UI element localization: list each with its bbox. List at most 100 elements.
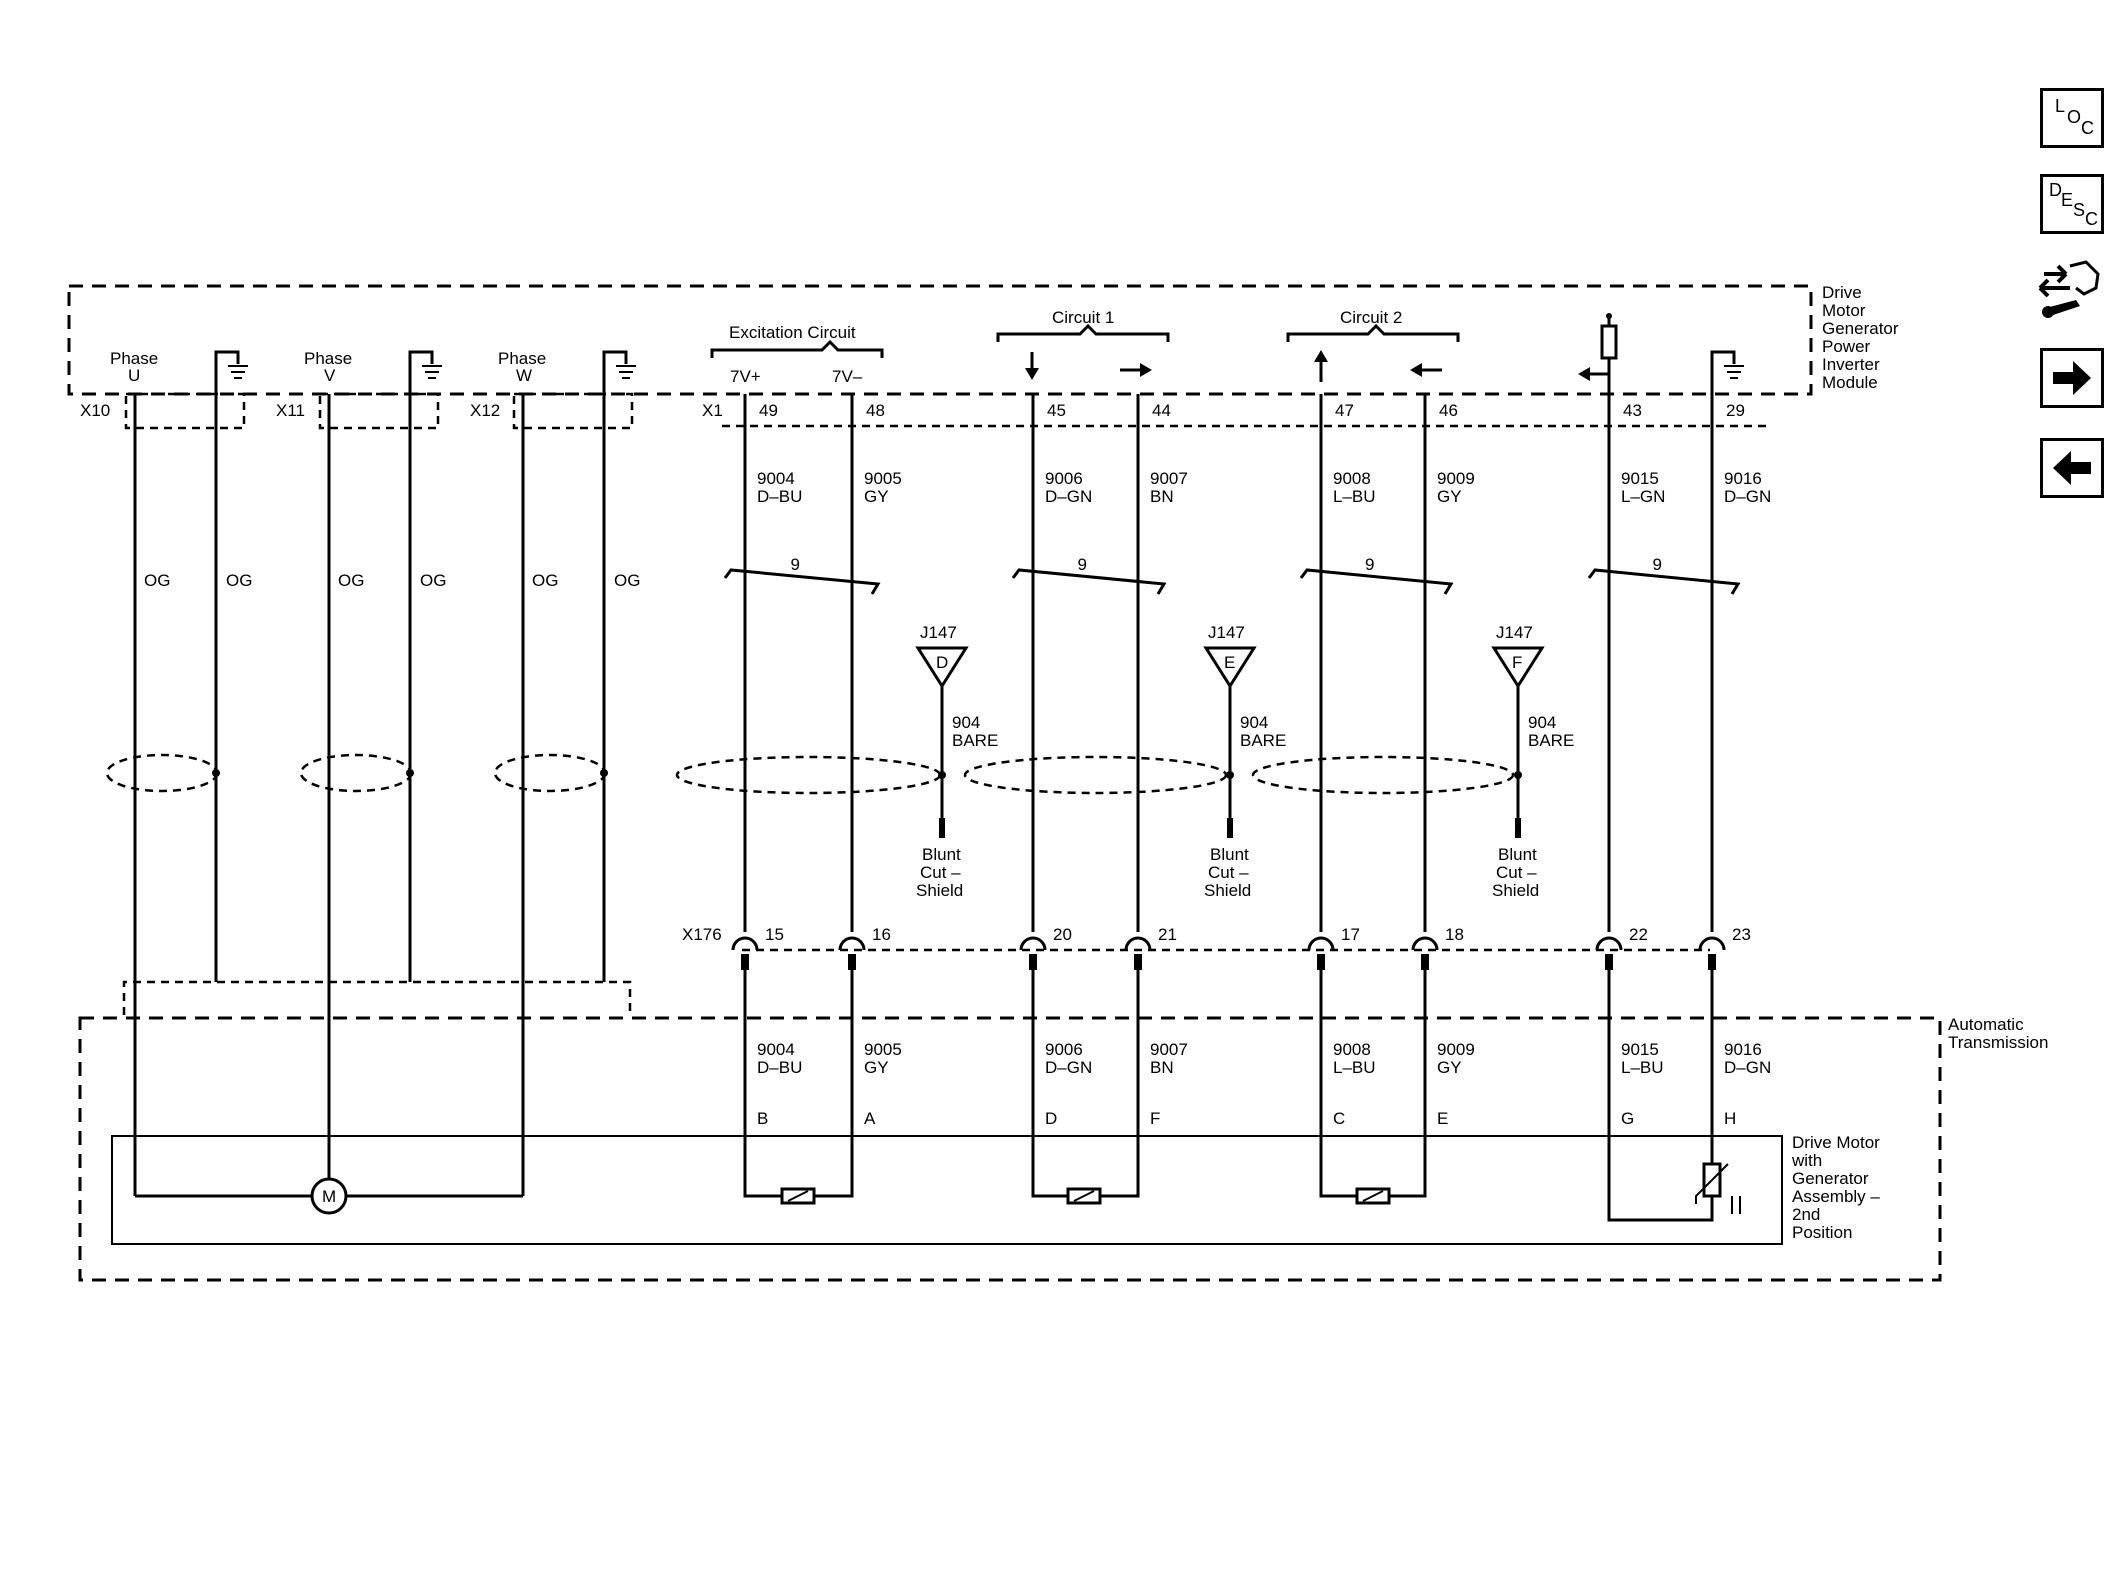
svg-text:Phase: Phase — [304, 349, 352, 368]
wire-color: L–BU — [1333, 487, 1376, 506]
svg-text:Excitation Circuit: Excitation Circuit — [729, 323, 856, 342]
svg-text:Assembly –: Assembly – — [1792, 1187, 1880, 1206]
svg-text:Circuit 2: Circuit 2 — [1340, 308, 1402, 327]
top-pin: 29 — [1726, 401, 1745, 420]
top-pin: 46 — [1439, 401, 1458, 420]
desc-c: C — [2085, 209, 2098, 229]
x176-pin-terminal — [741, 954, 749, 970]
terminal-letter: A — [864, 1109, 876, 1128]
circuit-number: 9005 — [864, 469, 902, 488]
wire-color-bottom: D–BU — [757, 1058, 802, 1077]
x176-pin-terminal — [848, 954, 856, 970]
back-button[interactable] — [2040, 438, 2104, 498]
svg-text:OG: OG — [338, 571, 364, 590]
loc-button[interactable]: L O C — [2040, 88, 2104, 148]
group-circuit-2: Circuit 2 — [1286, 308, 1460, 382]
ground-icon — [214, 350, 1744, 394]
module-name: Drive Motor Generator Power Inverter Mod… — [1822, 283, 1899, 392]
x176-pin-arc — [1307, 936, 1335, 951]
circuit-number: 9006 — [1045, 469, 1083, 488]
svg-text:U: U — [128, 366, 140, 385]
circuit-number-bottom: 9004 — [757, 1040, 795, 1059]
arrow-left-icon — [2053, 451, 2091, 485]
twist-label: 9 — [791, 555, 800, 574]
x176-pin: 21 — [1158, 925, 1177, 944]
svg-text:7V–: 7V– — [832, 367, 863, 386]
motor-assembly-name: Drive Motor with Generator Assembly – 2n… — [1791, 1133, 1880, 1242]
x1-label: X1 — [702, 401, 723, 420]
wire-color: D–GN — [1724, 487, 1771, 506]
x176-pin: 15 — [765, 925, 784, 944]
svg-text:Generator: Generator — [1822, 319, 1899, 338]
x176-pin-terminal — [1605, 954, 1613, 970]
loc-o: O — [2067, 107, 2082, 127]
phase-wires — [122, 354, 632, 1198]
next-button[interactable] — [2040, 348, 2104, 408]
x176-pin: 20 — [1053, 925, 1072, 944]
svg-text:Drive Motor: Drive Motor — [1792, 1133, 1880, 1152]
svg-text:7V+: 7V+ — [730, 367, 761, 386]
x176-pin: 16 — [872, 925, 891, 944]
connector-tool-icon[interactable] — [2036, 258, 2104, 322]
phase-w: Phase W X12 OG OG — [470, 349, 640, 793]
svg-text:X10: X10 — [80, 401, 110, 420]
wire-color: D–GN — [1045, 487, 1092, 506]
x176-pin-terminal — [1317, 954, 1325, 970]
svg-text:Motor: Motor — [1822, 301, 1866, 320]
terminal-letter: G — [1621, 1109, 1634, 1128]
twist-label: 9 — [1078, 555, 1087, 574]
x176-pin-terminal — [1029, 954, 1037, 970]
wire-color-bottom: L–BU — [1333, 1058, 1376, 1077]
wire-color-bottom: L–BU — [1621, 1058, 1664, 1077]
circuit-number: 9009 — [1437, 469, 1475, 488]
svg-text:M: M — [322, 1187, 336, 1206]
x176-pin: 22 — [1629, 925, 1648, 944]
svg-text:OG: OG — [614, 571, 640, 590]
svg-text:Position: Position — [1792, 1223, 1852, 1242]
circuit-number-bottom: 9005 — [864, 1040, 902, 1059]
svg-text:X12: X12 — [470, 401, 500, 420]
top-pin: 45 — [1047, 401, 1066, 420]
desc-button[interactable]: D E S C — [2040, 174, 2104, 234]
splice-label: J147 — [920, 623, 957, 642]
svg-text:Phase: Phase — [498, 349, 546, 368]
top-pin: 47 — [1335, 401, 1354, 420]
wire-color: BN — [1150, 487, 1174, 506]
svg-text:X11: X11 — [276, 401, 305, 420]
circuit-number-bottom: 9008 — [1333, 1040, 1371, 1059]
wire-color: D–BU — [757, 487, 802, 506]
shield-end: Shield — [1204, 881, 1251, 900]
wire-color: GY — [864, 487, 889, 506]
svg-text:OG: OG — [532, 571, 558, 590]
x176-pin-arc — [1411, 936, 1439, 951]
svg-text:OG: OG — [226, 571, 252, 590]
shield-end: Blunt — [1498, 845, 1537, 864]
splice-label: J147 — [1496, 623, 1533, 642]
x176-pin-arc — [731, 936, 759, 951]
shield-color: BARE — [952, 731, 998, 750]
shield-end: Blunt — [922, 845, 961, 864]
circuit-number: 9015 — [1621, 469, 1659, 488]
x176-pin-terminal — [1708, 954, 1716, 970]
loc-l: L — [2055, 96, 2066, 116]
shield-end: Cut – — [920, 863, 961, 882]
svg-text:OG: OG — [144, 571, 170, 590]
group-circuit-1: Circuit 1 — [996, 308, 1170, 380]
svg-text:Module: Module — [1822, 373, 1878, 392]
shield-end: Shield — [916, 881, 963, 900]
top-pin: 49 — [759, 401, 778, 420]
svg-text:Transmission: Transmission — [1948, 1033, 2048, 1052]
svg-text:Inverter: Inverter — [1822, 355, 1880, 374]
arrow-right-icon — [2053, 361, 2091, 395]
twist-marker: 9 — [1011, 555, 1167, 595]
component-loops — [743, 1160, 1741, 1222]
